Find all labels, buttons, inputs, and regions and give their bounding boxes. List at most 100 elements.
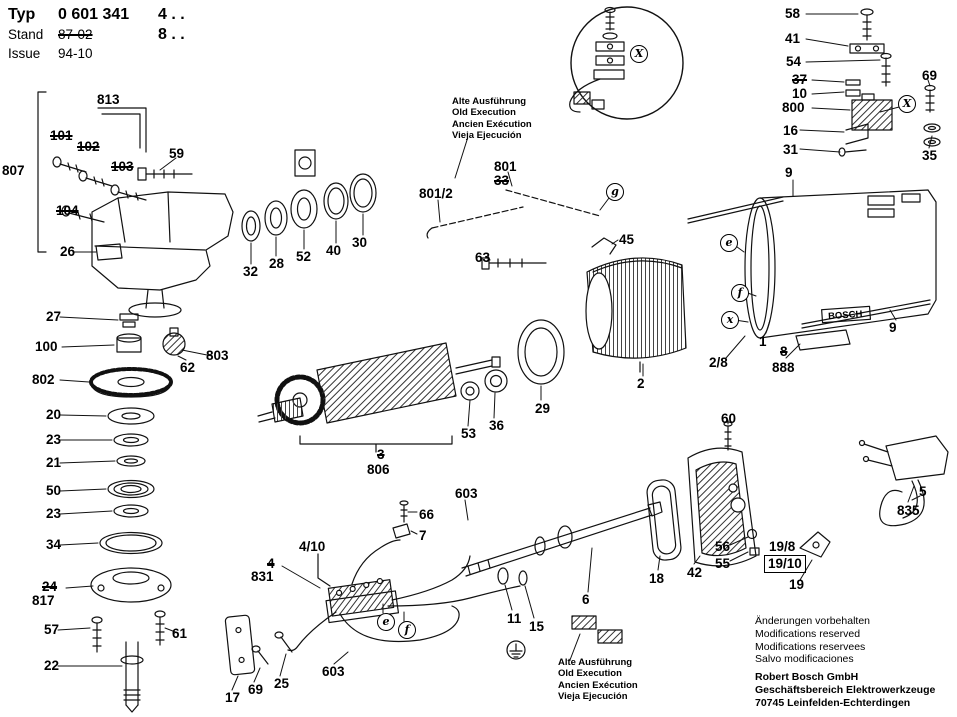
part-label-35: 35 (922, 148, 938, 163)
callout-e: e (377, 613, 395, 631)
part-label-835: 835 (897, 503, 920, 518)
note-line: Alte Ausführung (452, 96, 527, 107)
part-label-37: 37 (792, 72, 808, 87)
spindle-column-group (89, 313, 186, 713)
part-label-7: 7 (419, 528, 427, 543)
part-label-802: 802 (32, 372, 55, 387)
issue-value: 94-10 (58, 46, 93, 61)
part-label-45: 45 (619, 232, 635, 247)
part-label-4-10: 4/10 (299, 539, 326, 554)
part-label-831: 831 (251, 569, 274, 584)
part-label-101: 101 (50, 128, 73, 143)
armature-group (257, 319, 565, 453)
part-label-20: 20 (46, 407, 62, 422)
callout-X: X (630, 45, 648, 63)
part-label-23: 23 (46, 506, 62, 521)
stator-group (585, 257, 687, 373)
part-label-29: 29 (535, 401, 551, 416)
part-label-19-8: 19/8 (769, 539, 796, 554)
callout-f: f (398, 621, 416, 639)
part-label-2: 2 (637, 376, 645, 391)
motor-housing-group (687, 189, 937, 351)
part-label-62: 62 (180, 360, 196, 375)
part-label-55: 55 (715, 556, 731, 571)
part-label-63: 63 (475, 250, 491, 265)
gear-head-group (37, 91, 377, 318)
part-label-21: 21 (46, 455, 62, 470)
part-label-2-8: 2/8 (709, 355, 728, 370)
stand-value: 87-02 (58, 27, 93, 42)
part-label-30: 30 (352, 235, 368, 250)
callout-f: f (731, 284, 749, 302)
part-label-59: 59 (169, 146, 185, 161)
inset-detail-group (569, 6, 684, 120)
part-label-18: 18 (649, 571, 665, 586)
note-line: Old Execution (558, 668, 622, 680)
part-label-17: 17 (225, 690, 241, 705)
note-line: Vieja Ejecución (452, 130, 522, 142)
center-fasteners-group (426, 189, 617, 270)
handle-cover-group (646, 421, 831, 567)
part-label-41: 41 (785, 31, 801, 46)
modifications-line: Salvo modificaciones (755, 653, 854, 666)
gear-spindle-group (461, 501, 663, 586)
typ-value: 0 601 341 (58, 6, 130, 23)
part-label-31: 31 (783, 142, 799, 157)
part-label-103: 103 (111, 159, 134, 174)
typ-suffix: 4 . . (158, 6, 185, 23)
part-label-3: 3 (377, 447, 385, 462)
stand-suffix: 8 . . (158, 26, 185, 43)
note-line: Old Execution (452, 107, 516, 119)
part-label-817: 817 (32, 593, 55, 608)
part-label-22: 22 (44, 658, 60, 673)
part-label-61: 61 (172, 626, 188, 641)
part-label-807: 807 (2, 163, 25, 178)
old-execution-note-bottom: Alte Ausführung Old Execution Ancien Exé… (558, 657, 638, 703)
screws-101-104 (52, 156, 147, 223)
part-label-801-2: 801/2 (419, 186, 453, 201)
company-name: Robert Bosch GmbH (755, 671, 859, 684)
part-label-26: 26 (60, 244, 76, 259)
earth-ground-icon (506, 640, 526, 660)
part-label-69: 69 (922, 68, 938, 83)
part-label-19-10: 19/10 (764, 555, 806, 573)
part-label-104: 104 (56, 203, 79, 218)
part-label-1: 1 (759, 334, 767, 349)
part-label-32: 32 (243, 264, 259, 279)
callout-g: g (606, 183, 624, 201)
old-execution-note-top: Alte Ausführung Old Execution Ancien Exé… (452, 96, 532, 142)
part-label-10: 10 (792, 86, 808, 101)
part-label-803: 803 (206, 348, 229, 363)
part-label-9: 9 (785, 165, 793, 180)
part-label-42: 42 (687, 565, 703, 580)
part-label-4: 4 (267, 556, 275, 571)
legal-block: Änderungen vorbehalten Modifications res… (755, 615, 935, 710)
modifications-line: Modifications reservees (755, 640, 866, 653)
bosch-brand-text: BOSCH (828, 309, 863, 322)
issue-label: Issue (8, 46, 41, 61)
company-address: 70745 Leinfelden-Echterdingen (755, 696, 911, 709)
note-line: Ancien Exécution (452, 118, 532, 130)
part-label-102: 102 (77, 139, 100, 154)
part-label-19: 19 (789, 577, 805, 592)
switch-wiring-group (224, 500, 623, 676)
part-label-888: 888 (772, 360, 795, 375)
part-label-806: 806 (367, 462, 390, 477)
part-label-801: 801 (494, 159, 517, 174)
part-label-60: 60 (721, 411, 737, 426)
part-label-66: 66 (419, 507, 435, 522)
part-label-56: 56 (715, 539, 731, 554)
part-label-33: 33 (494, 173, 510, 188)
note-line: Vieja Ejecución (558, 691, 628, 703)
part-label-11: 11 (507, 611, 522, 626)
modifications-line: Modifications reserved (755, 627, 861, 640)
part-label-8: 8 (780, 344, 788, 359)
spacer-rings-group (241, 149, 377, 242)
stand-label: Stand (8, 27, 44, 42)
brush-assembly-group (838, 8, 941, 157)
callout-e: e (720, 234, 738, 252)
modifications-line: Änderungen vorbehalten (755, 615, 871, 627)
part-label-800: 800 (782, 100, 805, 115)
